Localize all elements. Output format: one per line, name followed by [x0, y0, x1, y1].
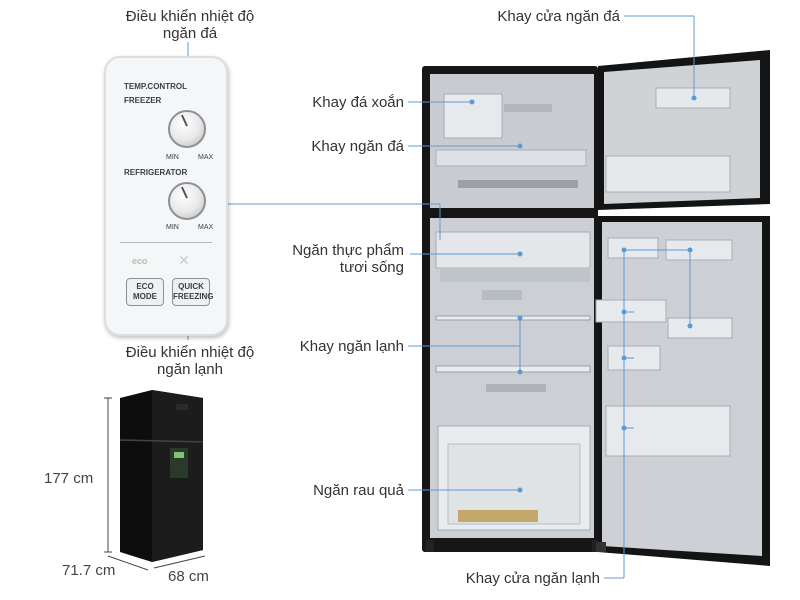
fridge-main [422, 50, 770, 566]
label-freezer-control: Điều khiển nhiệt độ ngăn đá [125, 8, 255, 42]
quick-freeze-indicator-icon: ✕ [178, 252, 190, 268]
label-vegetable-drawer: Ngăn rau quả [313, 482, 404, 499]
dimension-lines [104, 397, 206, 571]
dimension-depth: 71.7 cm [62, 562, 116, 579]
label-freezer-tray: Khay ngăn đá [311, 138, 404, 155]
label-fridge-control: Điều khiển nhiệt độ ngăn lạnh [125, 344, 255, 378]
label-fridge-tray: Khay ngăn lạnh [299, 338, 404, 355]
panel-temp-control: TEMP.CONTROL [124, 82, 187, 91]
label-freezer-door-tray: Khay cửa ngăn đá [497, 8, 620, 25]
freezer-max: MAX [198, 154, 214, 161]
control-panel: TEMP.CONTROL FREEZER MIN MAX REFRIGERATO… [104, 56, 228, 336]
label-fresh-food: Ngăn thực phẩm tươi sống [292, 242, 404, 276]
fridge-thumbnail [119, 390, 204, 562]
panel-divider [120, 242, 212, 243]
dimension-height: 177 cm [44, 470, 94, 487]
fridge-temp-knob[interactable] [168, 182, 206, 220]
label-ice-twist-tray: Khay đá xoắn [312, 94, 404, 111]
eco-indicator: eco [132, 256, 148, 266]
dimension-width: 68 cm [168, 568, 209, 585]
freezer-min: MIN [166, 154, 179, 161]
label-fridge-door-tray: Khay cửa ngăn lạnh [465, 570, 600, 587]
fridge-max: MAX [198, 224, 214, 231]
freezer-temp-knob[interactable] [168, 110, 206, 148]
quick-freezing-button[interactable]: QUICK FREEZING [172, 278, 213, 306]
eco-mode-button[interactable]: ECO MODE [126, 278, 164, 306]
fridge-min: MIN [166, 224, 179, 231]
panel-refrigerator: REFRIGERATOR [124, 168, 188, 177]
panel-freezer: FREEZER [124, 96, 162, 105]
